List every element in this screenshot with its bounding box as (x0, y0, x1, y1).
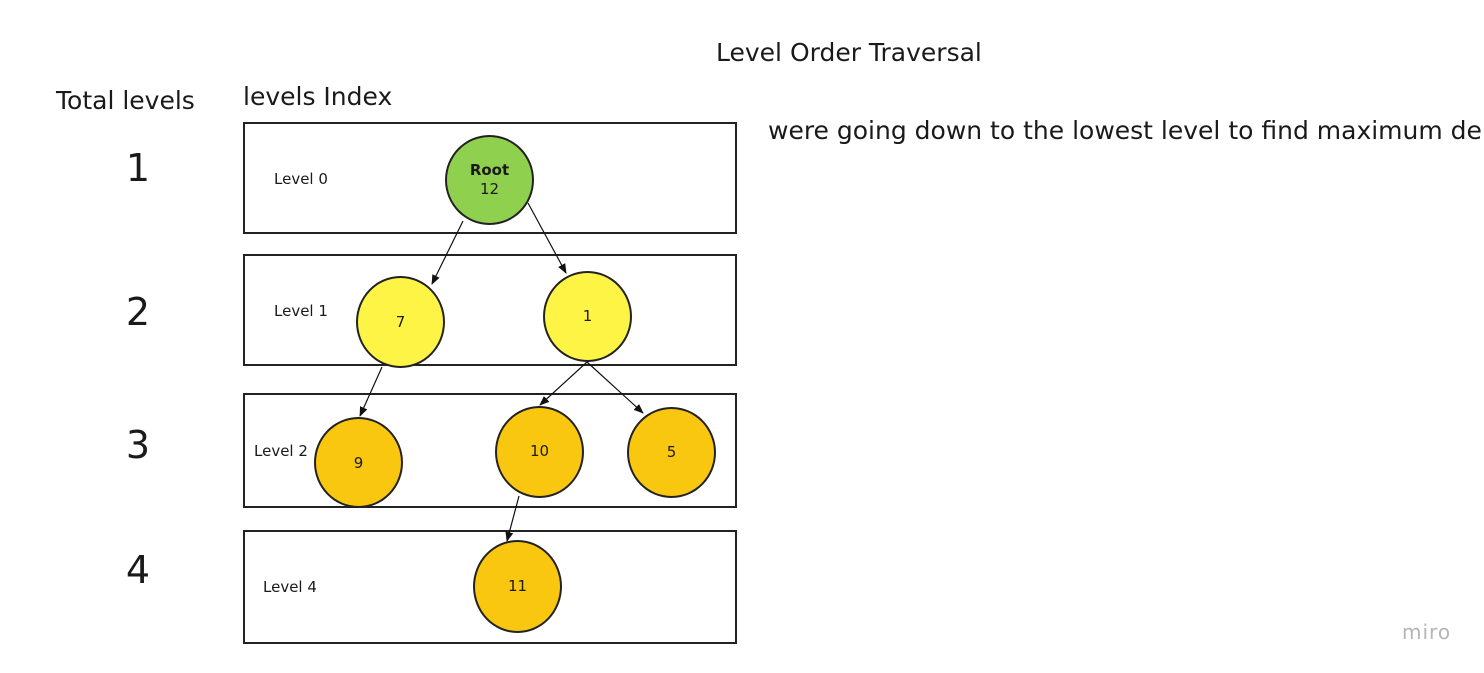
level-count-1: 1 (125, 146, 151, 190)
tree-node-9: 9 (314, 417, 403, 508)
node-value: 11 (507, 576, 528, 595)
level-band-1 (243, 254, 737, 366)
diagram-title: Level Order Traversal (716, 38, 982, 67)
node-value: 10 (529, 442, 550, 461)
tree-node-5: 5 (627, 407, 716, 498)
node-value: 5 (666, 442, 677, 461)
node-value: 7 (395, 313, 406, 332)
level-label-3: Level 4 (263, 578, 317, 596)
level-count-4: 4 (125, 548, 151, 592)
depth-note: were going down to the lowest level to f… (768, 116, 1484, 145)
level-label-2: Level 2 (254, 442, 308, 460)
root-node-value: 12 (479, 180, 500, 198)
root-node-label: Root (469, 160, 510, 179)
total-levels-header: Total levels (56, 86, 195, 115)
level-count-3: 3 (125, 423, 151, 467)
tree-node-11: 11 (473, 540, 562, 633)
node-value: 1 (582, 306, 593, 325)
level-count-2: 2 (125, 290, 151, 334)
miro-watermark: miro (1402, 620, 1452, 644)
tree-node-1: 1 (543, 271, 632, 362)
level-label-0: Level 0 (274, 170, 328, 188)
tree-node-root: Root 12 (445, 135, 534, 225)
tree-node-10: 10 (495, 406, 584, 498)
level-label-1: Level 1 (274, 302, 328, 320)
tree-node-7: 7 (356, 276, 445, 368)
levels-index-header: levels Index (243, 82, 393, 111)
node-value: 9 (353, 453, 364, 472)
